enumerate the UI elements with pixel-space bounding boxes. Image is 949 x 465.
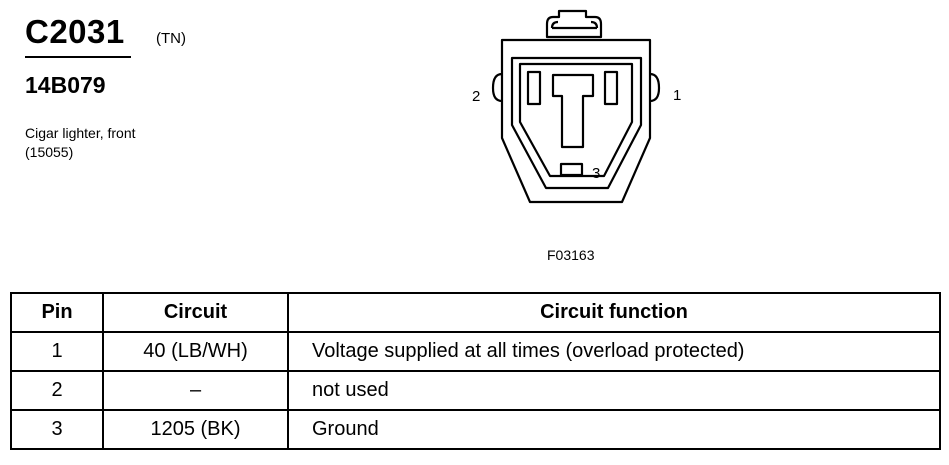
cell-function: Ground [287,409,941,450]
cell-pin: 2 [10,370,104,411]
pin-label-3: 3 [592,165,600,182]
description-line-2: (15055) [25,144,74,160]
terminal-pin-2 [526,70,542,106]
connector-housing-outer [500,38,652,204]
part-number: 14B079 [25,72,106,98]
connector-latch-tab [545,9,603,39]
header-circuit-function: Circuit function [287,292,941,333]
terminal-pin-1 [603,70,619,106]
cell-pin: 1 [10,331,104,372]
header-pin: Pin [10,292,104,333]
connector-color: (TN) [156,30,186,47]
table-row: 1 40 (LB/WH) Voltage supplied at all tim… [10,331,941,372]
pin-label-1: 1 [673,87,681,104]
connector-id: C2031 [25,13,125,50]
connector-ear-right [649,72,661,103]
header-circuit: Circuit [102,292,289,333]
table-header-row: Pin Circuit Circuit function [10,292,941,333]
table-row: 2 – not used [10,370,941,411]
table-row: 3 1205 (BK) Ground [10,409,941,450]
connector-body-inner [510,56,643,190]
figure-code: F03163 [547,247,595,263]
center-key [551,73,595,149]
cell-circuit: 40 (LB/WH) [102,331,289,372]
connector-ear-left [491,72,503,103]
cell-circuit: – [102,370,289,411]
connector-face-diagram: 2 1 3 [472,9,681,204]
description-line-1: Cigar lighter, front [25,125,136,141]
cell-circuit: 1205 (BK) [102,409,289,450]
connector-latch-inner [550,20,599,30]
cell-function: Voltage supplied at all times (overload … [287,331,941,372]
pin-label-2: 2 [472,88,480,105]
connector-description: Cigar lighter, front (15055) [25,124,136,162]
cell-pin: 3 [10,409,104,450]
cell-function: not used [287,370,941,411]
title-underline [25,56,131,58]
terminal-pin-3 [559,162,584,177]
pinout-table: Pin Circuit Circuit function 1 40 (LB/WH… [10,292,941,450]
connector-cavity [518,62,634,178]
